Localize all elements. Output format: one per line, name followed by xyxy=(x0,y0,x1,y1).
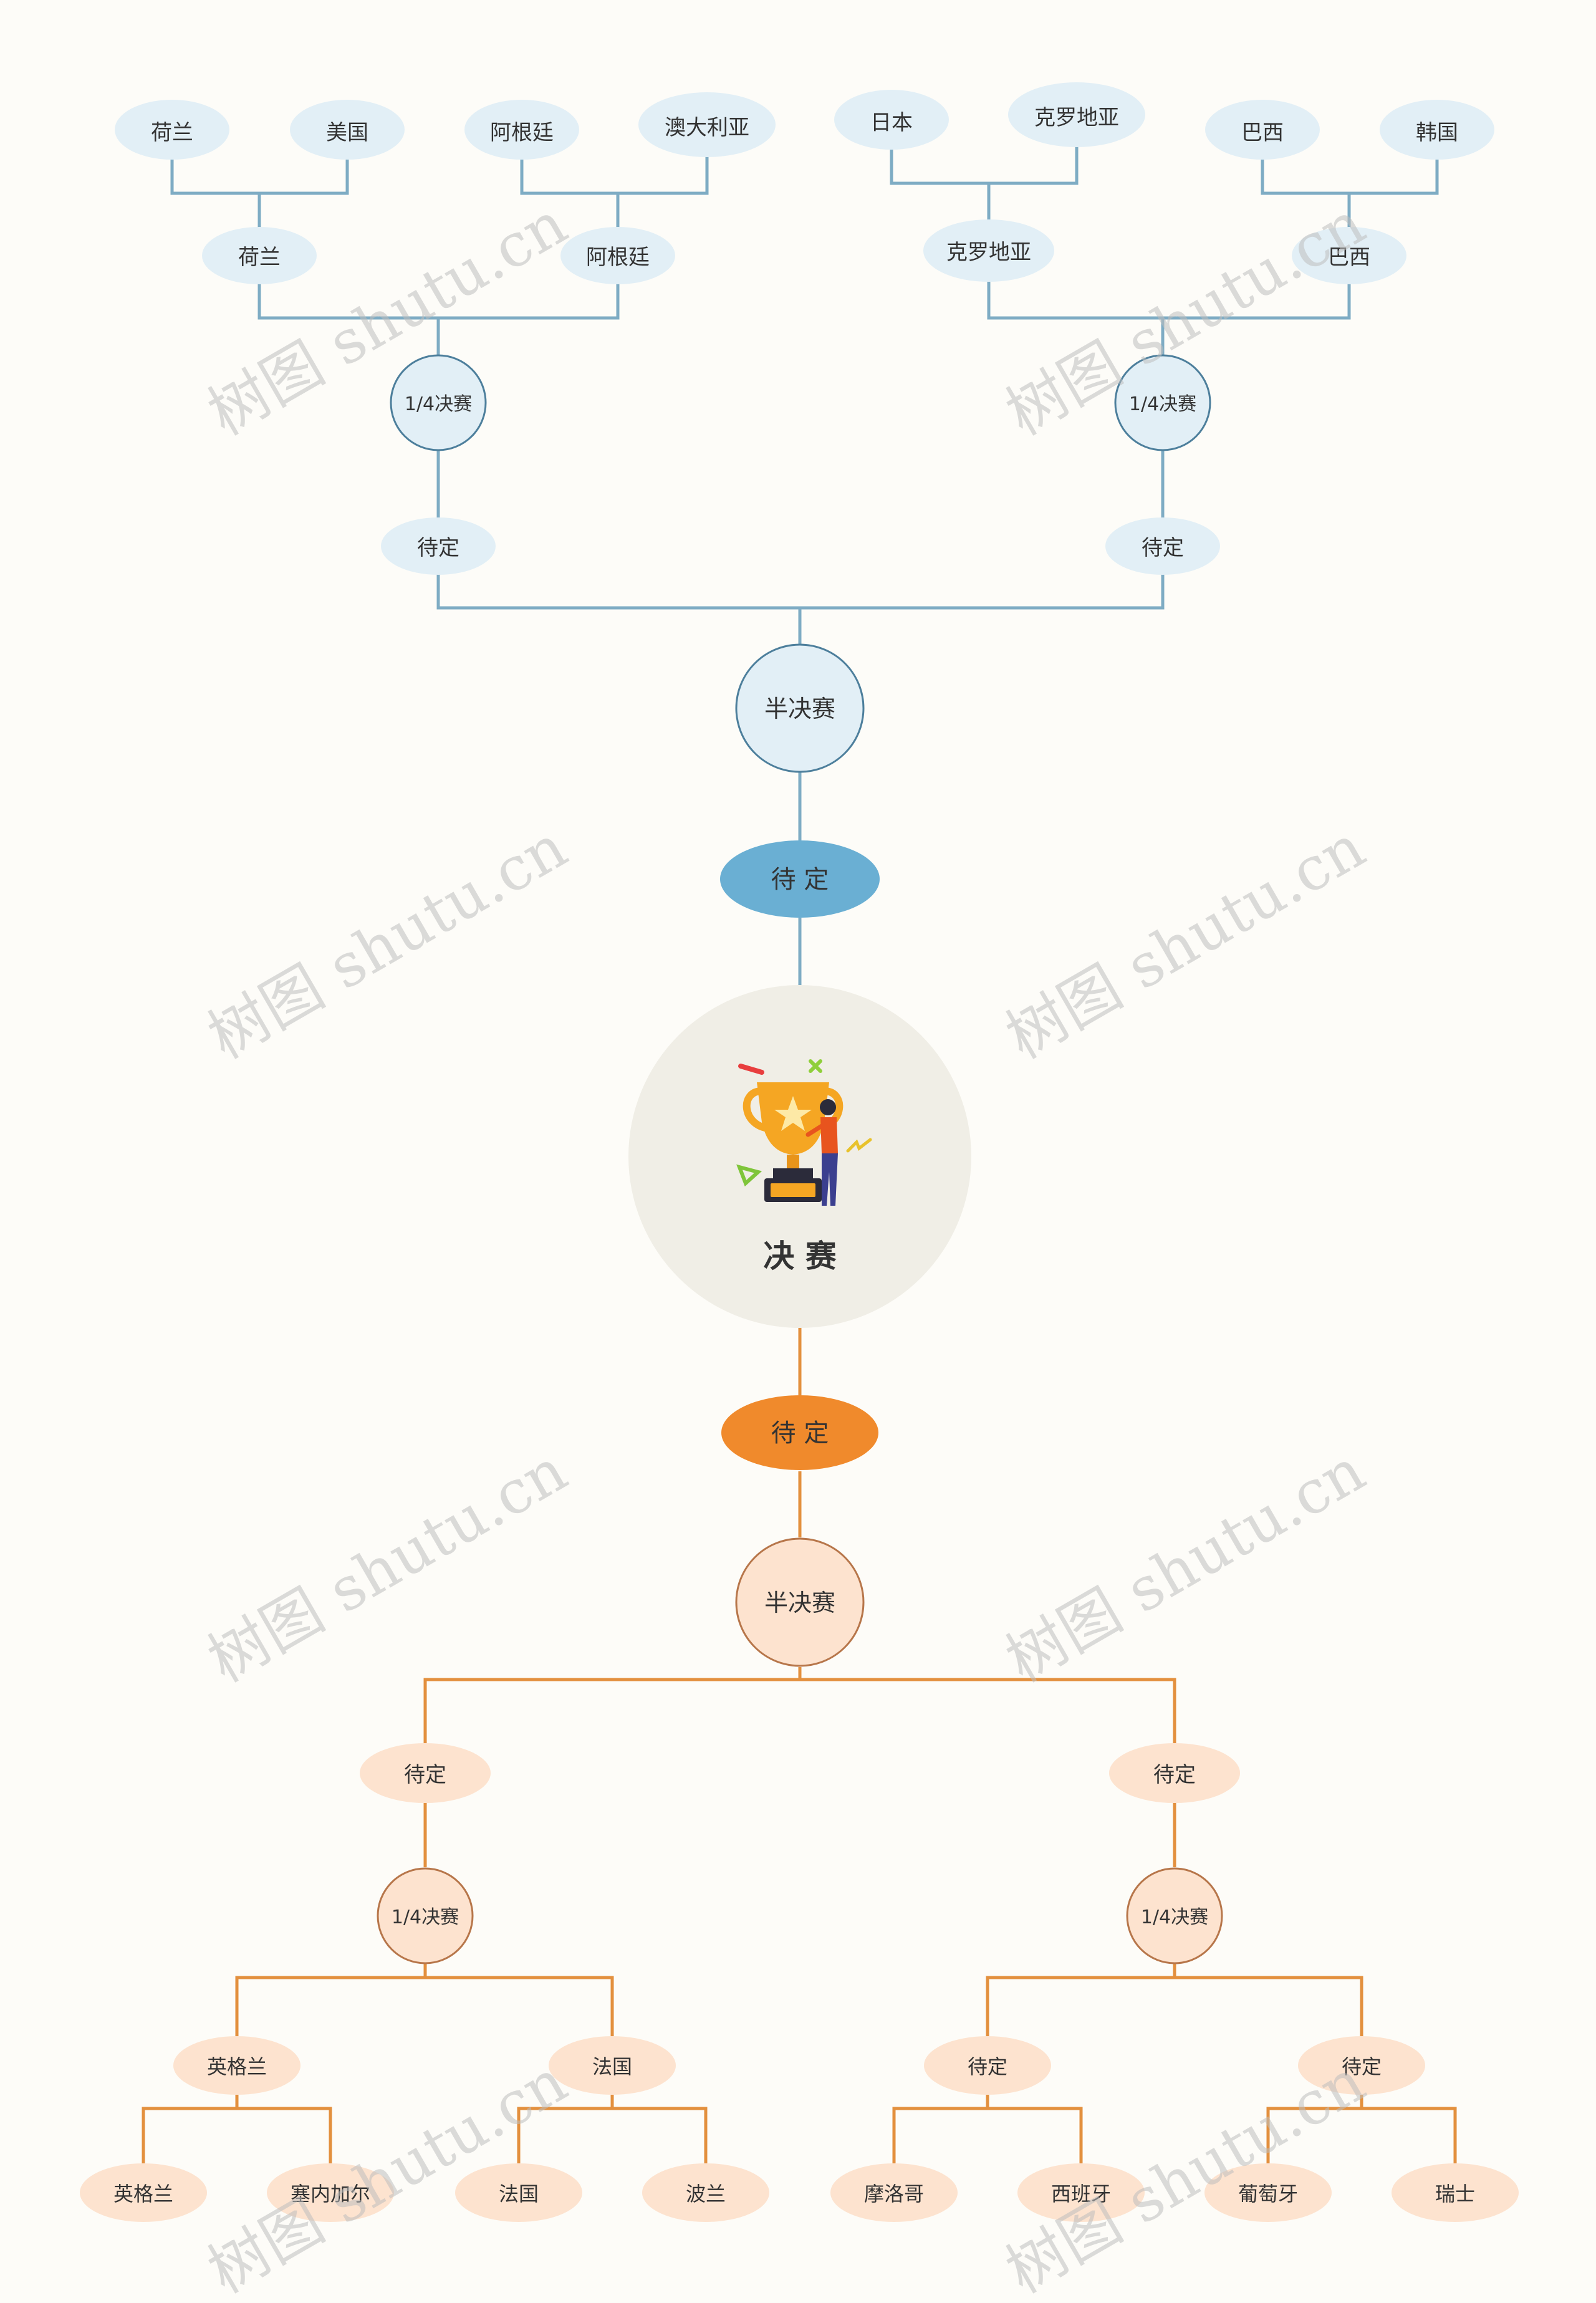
team-node[interactable]: 法国 xyxy=(455,2163,582,2222)
team-node[interactable]: 波兰 xyxy=(642,2163,769,2222)
pending-node[interactable]: 待定 xyxy=(1105,517,1220,575)
final-node[interactable]: 决 赛 xyxy=(628,985,971,1328)
top-pending-nodes: 待定 待定 xyxy=(381,517,1220,575)
trophy-illustration xyxy=(736,1059,872,1206)
round2-node[interactable]: 阿根廷 xyxy=(560,227,675,284)
watermark: 树图 shutu.cn xyxy=(995,812,1377,1072)
pending-node[interactable]: 待定 xyxy=(1109,1743,1240,1803)
round2-node[interactable]: 英格兰 xyxy=(173,2036,300,2095)
team-node[interactable]: 美国 xyxy=(290,100,405,160)
svg-text:半决赛: 半决赛 xyxy=(764,695,835,723)
team-node[interactable]: 澳大利亚 xyxy=(638,92,776,157)
bottom-team-nodes: 英格兰 塞内加尔 法国 波兰 摩洛哥 西班牙 葡萄牙 瑞士 xyxy=(80,2163,1519,2222)
svg-text:待 定: 待 定 xyxy=(771,865,829,894)
svg-text:巴西: 巴西 xyxy=(1241,120,1284,145)
round2-node[interactable]: 待定 xyxy=(924,2036,1051,2095)
quarterfinal-node[interactable]: 1/4决赛 xyxy=(1114,354,1211,451)
bottom-semifinal-node[interactable]: 半决赛 xyxy=(735,1537,865,1667)
team-node[interactable]: 韩国 xyxy=(1380,100,1494,160)
svg-text:待定: 待定 xyxy=(404,1762,446,1787)
team-node[interactable]: 日本 xyxy=(834,90,949,150)
team-node[interactable]: 克罗地亚 xyxy=(1008,82,1145,147)
svg-text:荷兰: 荷兰 xyxy=(151,120,193,145)
svg-text:韩国: 韩国 xyxy=(1416,120,1458,145)
round2-node[interactable]: 荷兰 xyxy=(202,227,317,284)
watermark: 树图 shutu.cn xyxy=(995,1435,1377,1696)
pending-node[interactable]: 待定 xyxy=(381,517,496,575)
svg-text:待 定: 待 定 xyxy=(771,1419,829,1448)
bottom-pending-nodes: 待定 待定 xyxy=(360,1743,1240,1803)
svg-text:摩洛哥: 摩洛哥 xyxy=(864,2182,924,2206)
svg-text:巴西: 巴西 xyxy=(1328,245,1370,270)
svg-text:法国: 法国 xyxy=(499,2182,539,2206)
team-node[interactable]: 西班牙 xyxy=(1017,2163,1145,2222)
svg-text:待定: 待定 xyxy=(968,2055,1007,2079)
bottom-connectors xyxy=(142,1327,1457,2163)
top-final-pending-node[interactable]: 待 定 xyxy=(720,840,880,918)
round2-node[interactable]: 待定 xyxy=(1298,2036,1425,2095)
final-label: 决 赛 xyxy=(763,1238,837,1274)
svg-text:西班牙: 西班牙 xyxy=(1051,2182,1111,2206)
team-node[interactable]: 荷兰 xyxy=(115,100,229,160)
quarterfinal-node[interactable]: 1/4决赛 xyxy=(390,354,487,451)
svg-text:克罗地亚: 克罗地亚 xyxy=(1034,105,1119,130)
svg-text:塞内加尔: 塞内加尔 xyxy=(291,2182,370,2206)
svg-text:澳大利亚: 澳大利亚 xyxy=(665,115,749,140)
svg-text:1/4决赛: 1/4决赛 xyxy=(392,1906,459,1928)
top-connectors xyxy=(170,142,1439,985)
top-team-nodes: 荷兰 美国 阿根廷 澳大利亚 日本 克罗地亚 巴西 韩国 xyxy=(115,82,1494,160)
svg-text:阿根廷: 阿根廷 xyxy=(586,245,650,270)
svg-text:阿根廷: 阿根廷 xyxy=(490,120,554,145)
team-node[interactable]: 瑞士 xyxy=(1392,2163,1519,2222)
watermark: 树图 shutu.cn xyxy=(197,1435,579,1696)
svg-text:波兰: 波兰 xyxy=(686,2182,726,2206)
svg-text:日本: 日本 xyxy=(870,110,913,135)
team-node[interactable]: 阿根廷 xyxy=(464,100,579,160)
svg-text:英格兰: 英格兰 xyxy=(207,2055,267,2079)
svg-text:待定: 待定 xyxy=(417,536,459,560)
svg-text:半决赛: 半决赛 xyxy=(764,1589,835,1617)
top-round2-nodes: 荷兰 阿根廷 克罗地亚 巴西 xyxy=(202,219,1406,284)
svg-text:荷兰: 荷兰 xyxy=(238,245,281,270)
quarterfinal-node[interactable]: 1/4决赛 xyxy=(377,1867,474,1964)
svg-text:待定: 待定 xyxy=(1153,1762,1196,1787)
round2-node[interactable]: 法国 xyxy=(549,2036,676,2095)
team-node[interactable]: 葡萄牙 xyxy=(1204,2163,1332,2222)
team-node[interactable]: 塞内加尔 xyxy=(267,2163,394,2222)
svg-text:1/4决赛: 1/4决赛 xyxy=(1141,1906,1208,1928)
sparkle-icon xyxy=(809,1059,822,1073)
team-node[interactable]: 英格兰 xyxy=(80,2163,207,2222)
team-node[interactable]: 巴西 xyxy=(1205,100,1320,160)
watermark: 树图 shutu.cn xyxy=(197,812,579,1072)
round2-node[interactable]: 巴西 xyxy=(1292,227,1406,284)
round2-node[interactable]: 克罗地亚 xyxy=(923,219,1054,282)
pending-node[interactable]: 待定 xyxy=(360,1743,491,1803)
svg-text:英格兰: 英格兰 xyxy=(113,2182,173,2206)
top-quarterfinal-nodes: 1/4决赛 1/4决赛 xyxy=(390,354,1211,451)
team-node[interactable]: 摩洛哥 xyxy=(830,2163,958,2222)
svg-text:葡萄牙: 葡萄牙 xyxy=(1238,2182,1298,2206)
svg-text:美国: 美国 xyxy=(326,120,368,145)
quarterfinal-node[interactable]: 1/4决赛 xyxy=(1126,1867,1223,1964)
svg-text:瑞士: 瑞士 xyxy=(1435,2182,1475,2206)
bottom-quarterfinal-nodes: 1/4决赛 1/4决赛 xyxy=(377,1867,1223,1964)
svg-text:1/4决赛: 1/4决赛 xyxy=(405,393,472,415)
svg-text:法国: 法国 xyxy=(592,2055,632,2079)
svg-text:1/4决赛: 1/4决赛 xyxy=(1129,393,1196,415)
svg-text:克罗地亚: 克罗地亚 xyxy=(946,240,1031,265)
bottom-final-pending-node[interactable]: 待 定 xyxy=(721,1395,878,1470)
svg-text:待定: 待定 xyxy=(1342,2055,1382,2079)
svg-text:待定: 待定 xyxy=(1142,536,1184,560)
top-semifinal-node[interactable]: 半决赛 xyxy=(735,643,865,773)
bottom-round2-nodes: 英格兰 法国 待定 待定 xyxy=(173,2036,1425,2095)
